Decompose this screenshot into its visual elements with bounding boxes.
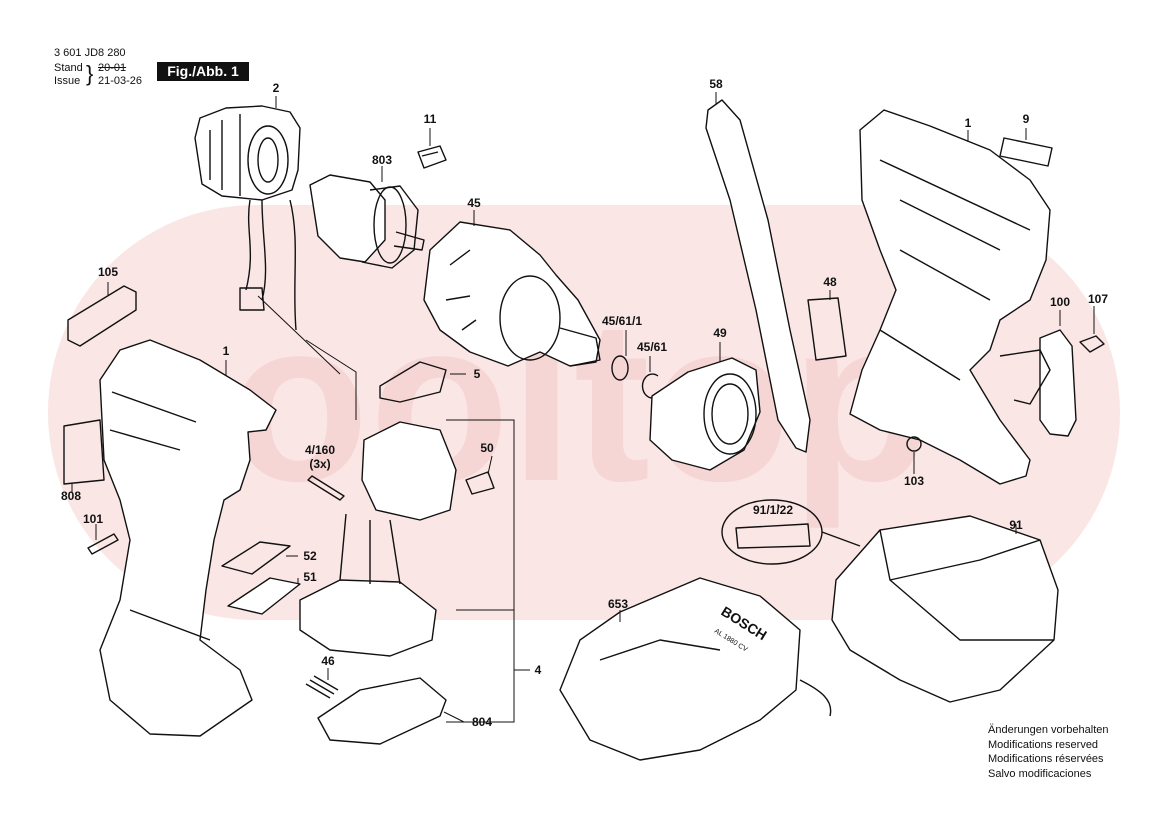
armature-part — [309, 174, 425, 269]
pad-label: 48 — [823, 275, 837, 289]
nose-cap-label: 49 — [713, 326, 727, 340]
spring-label: 46 — [321, 654, 335, 668]
switch-slider-part — [379, 361, 447, 403]
nameplate-label: 9 — [1022, 112, 1030, 126]
pin-part — [307, 475, 345, 501]
circlip-label: 45/61 — [636, 340, 668, 354]
nut-label: 103 — [903, 474, 925, 488]
figure-label: Fig./Abb. 1 — [157, 62, 249, 81]
gear-housing-part — [423, 221, 601, 367]
nameplate-part — [999, 137, 1053, 167]
belt-clip-label: 100 — [1049, 295, 1071, 309]
screw-101-part — [87, 533, 119, 555]
clip-label: 11 — [423, 112, 437, 126]
clip-part — [417, 145, 447, 169]
stand-value: 20-01 — [98, 62, 127, 74]
screw-107-part — [1079, 335, 1105, 353]
switch-slider-label: 5 — [473, 367, 481, 381]
armature-label: 803 — [371, 153, 393, 167]
stator-label: 2 — [272, 81, 280, 95]
ring-label: 45/61/1 — [601, 314, 643, 328]
nose-cap-part — [649, 357, 761, 471]
direction-switch-label: 50 — [480, 441, 494, 455]
issue-label: Issue — [54, 75, 81, 87]
spring-part — [305, 675, 339, 699]
charger-label: 653 — [607, 597, 629, 611]
doc-number: 3 601 JD8 280 — [54, 47, 126, 59]
note-en: Modifications reserved — [988, 738, 1099, 751]
electronics-assembly-part — [299, 421, 457, 657]
cover-plate-part — [67, 285, 137, 347]
belt-clip-part — [999, 329, 1077, 437]
note-fr: Modifications réservées — [988, 753, 1104, 765]
note-es: Salvo modificaciones — [988, 767, 1092, 780]
battery-label: 91 — [1009, 518, 1023, 532]
display-module-label: 51 — [303, 570, 317, 584]
housing-right-label: 1 — [964, 116, 972, 130]
leader-lines — [71, 92, 1095, 723]
housing-right-part — [849, 109, 1051, 485]
sticker-part — [63, 419, 105, 485]
sticker-label: 808 — [60, 489, 82, 503]
note-de: Änderungen vorbehalten — [988, 724, 1109, 736]
pad-part — [807, 297, 847, 361]
battery-detail-label: 91/1/22 — [752, 503, 794, 517]
strap-label: 58 — [709, 77, 723, 91]
pin-label: 4/160 (3x) — [304, 443, 336, 471]
battery-contact-part — [317, 677, 447, 745]
watermark: ooltop — [48, 205, 1120, 620]
housing-left-label: 1 — [222, 344, 230, 358]
stator-part — [194, 105, 301, 331]
cover-plate-label: 105 — [97, 265, 119, 279]
brace-icon: } — [86, 61, 94, 86]
gear-housing-label: 45 — [467, 196, 481, 210]
battery-detail-part — [721, 499, 861, 565]
housing-left-part — [99, 339, 277, 737]
modifications-note: Änderungen vorbehalten Modifications res… — [988, 723, 1108, 781]
membrane-label: 52 — [303, 549, 317, 563]
stand-label: Stand — [54, 62, 83, 74]
nut-part — [906, 436, 922, 452]
electronics-assembly-label: 4 — [534, 663, 542, 677]
direction-switch-part — [465, 471, 495, 495]
screw-107-label: 107 — [1087, 292, 1109, 306]
ring-part — [611, 355, 629, 381]
membrane-part — [221, 541, 291, 575]
battery-contact-label: 804 — [471, 715, 493, 729]
strap-part — [705, 99, 811, 453]
charger-part: BOSCH AL 1880 CV — [559, 577, 832, 761]
screw-101-label: 101 — [82, 512, 104, 526]
display-module-part — [227, 577, 301, 615]
issue-value: 21-03-26 — [98, 75, 143, 87]
battery-part — [831, 515, 1059, 703]
